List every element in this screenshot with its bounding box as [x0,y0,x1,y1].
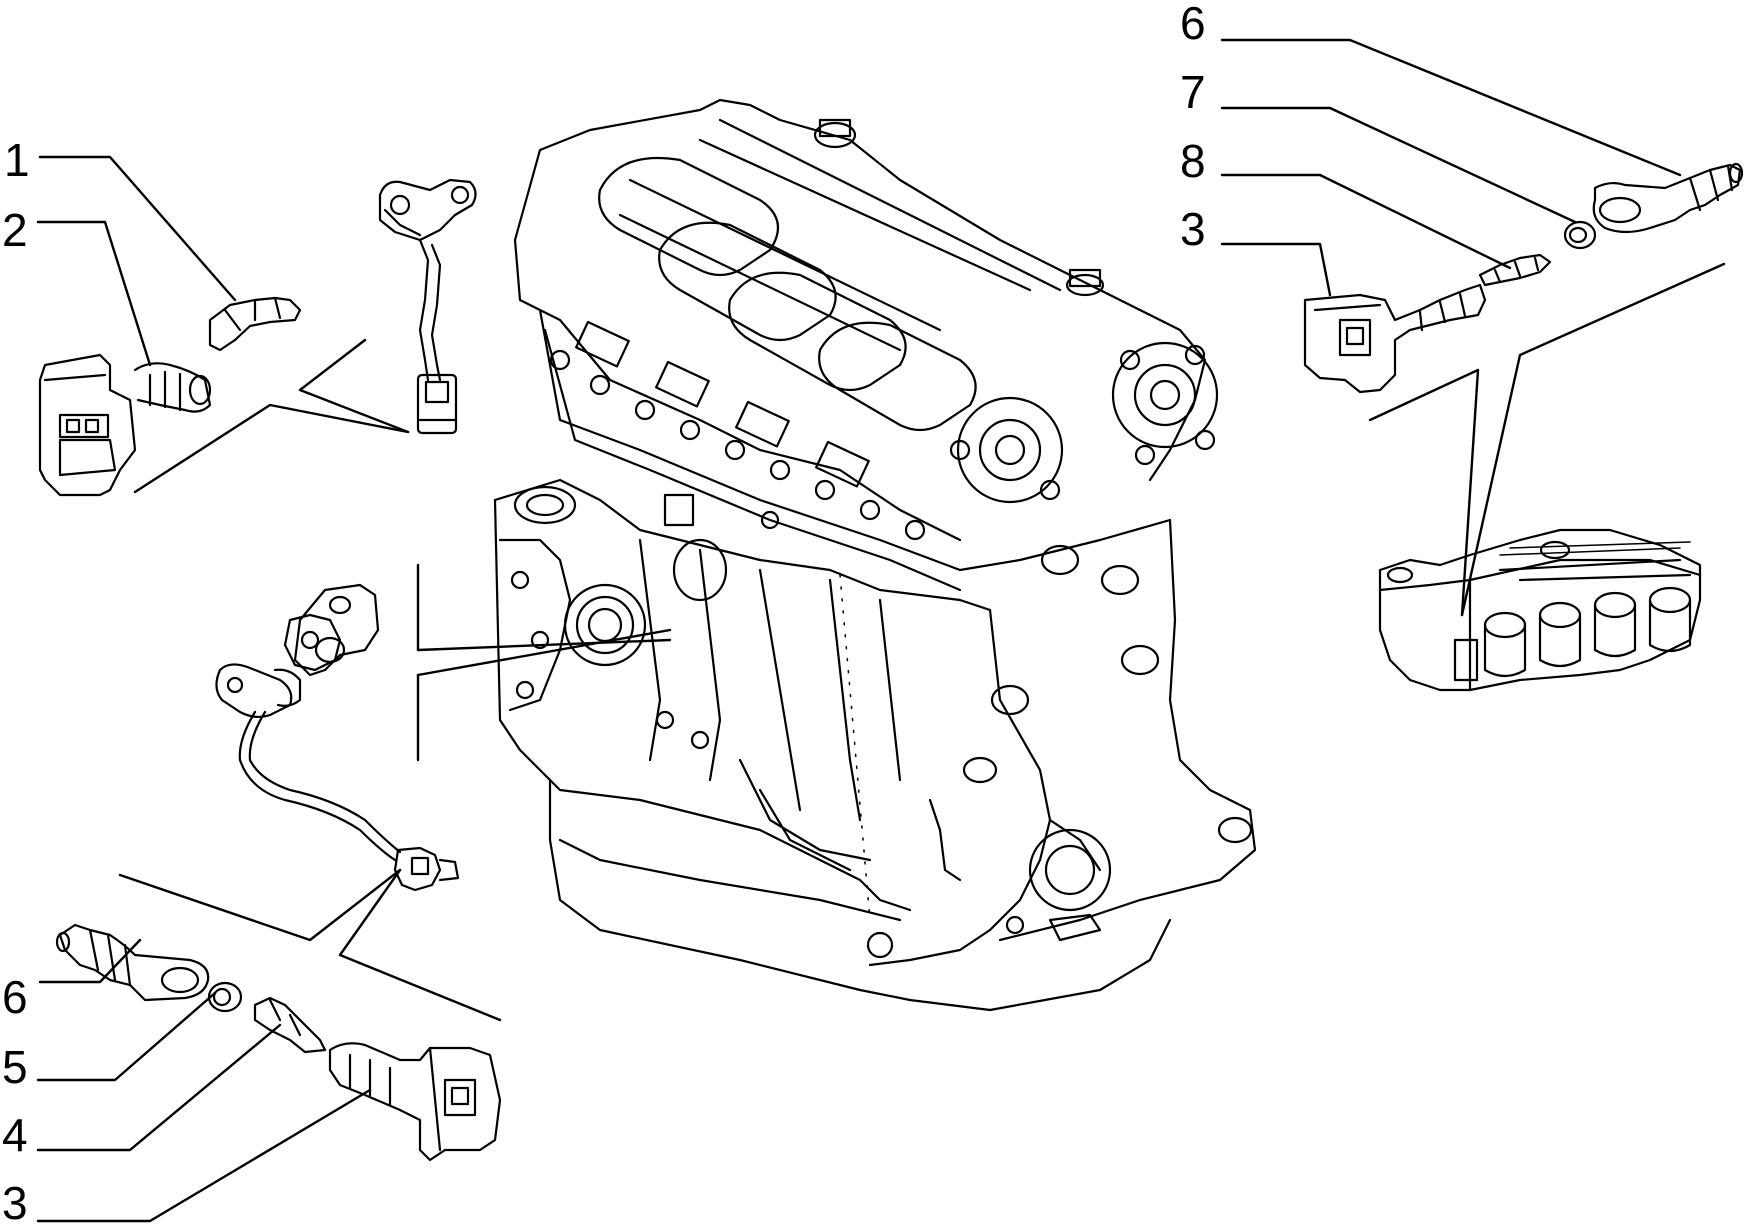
sensor-connector-assembly-top-left [36,155,477,497]
callout-3-right: 3 [1180,203,1206,255]
engine-block [493,98,1257,1012]
callout-7-right: 7 [1180,66,1206,118]
crank-sensor-pointer [416,563,672,762]
callout-8-right: 8 [1180,135,1206,187]
callout-1: 1 [4,134,30,186]
callout-5-bottom-left: 5 [2,1041,28,1093]
connector-assembly-bottom-left [36,923,502,1223]
connector-assembly-right [1220,38,1744,692]
callout-3-bottom-left: 3 [2,1177,28,1229]
callout-6-right: 6 [1180,0,1206,49]
callout-4-bottom-left: 4 [2,1109,28,1161]
callout-6-bottom-left: 6 [2,971,28,1023]
crank-position-sensor-cable [118,583,502,1022]
callout-2: 2 [2,204,28,256]
